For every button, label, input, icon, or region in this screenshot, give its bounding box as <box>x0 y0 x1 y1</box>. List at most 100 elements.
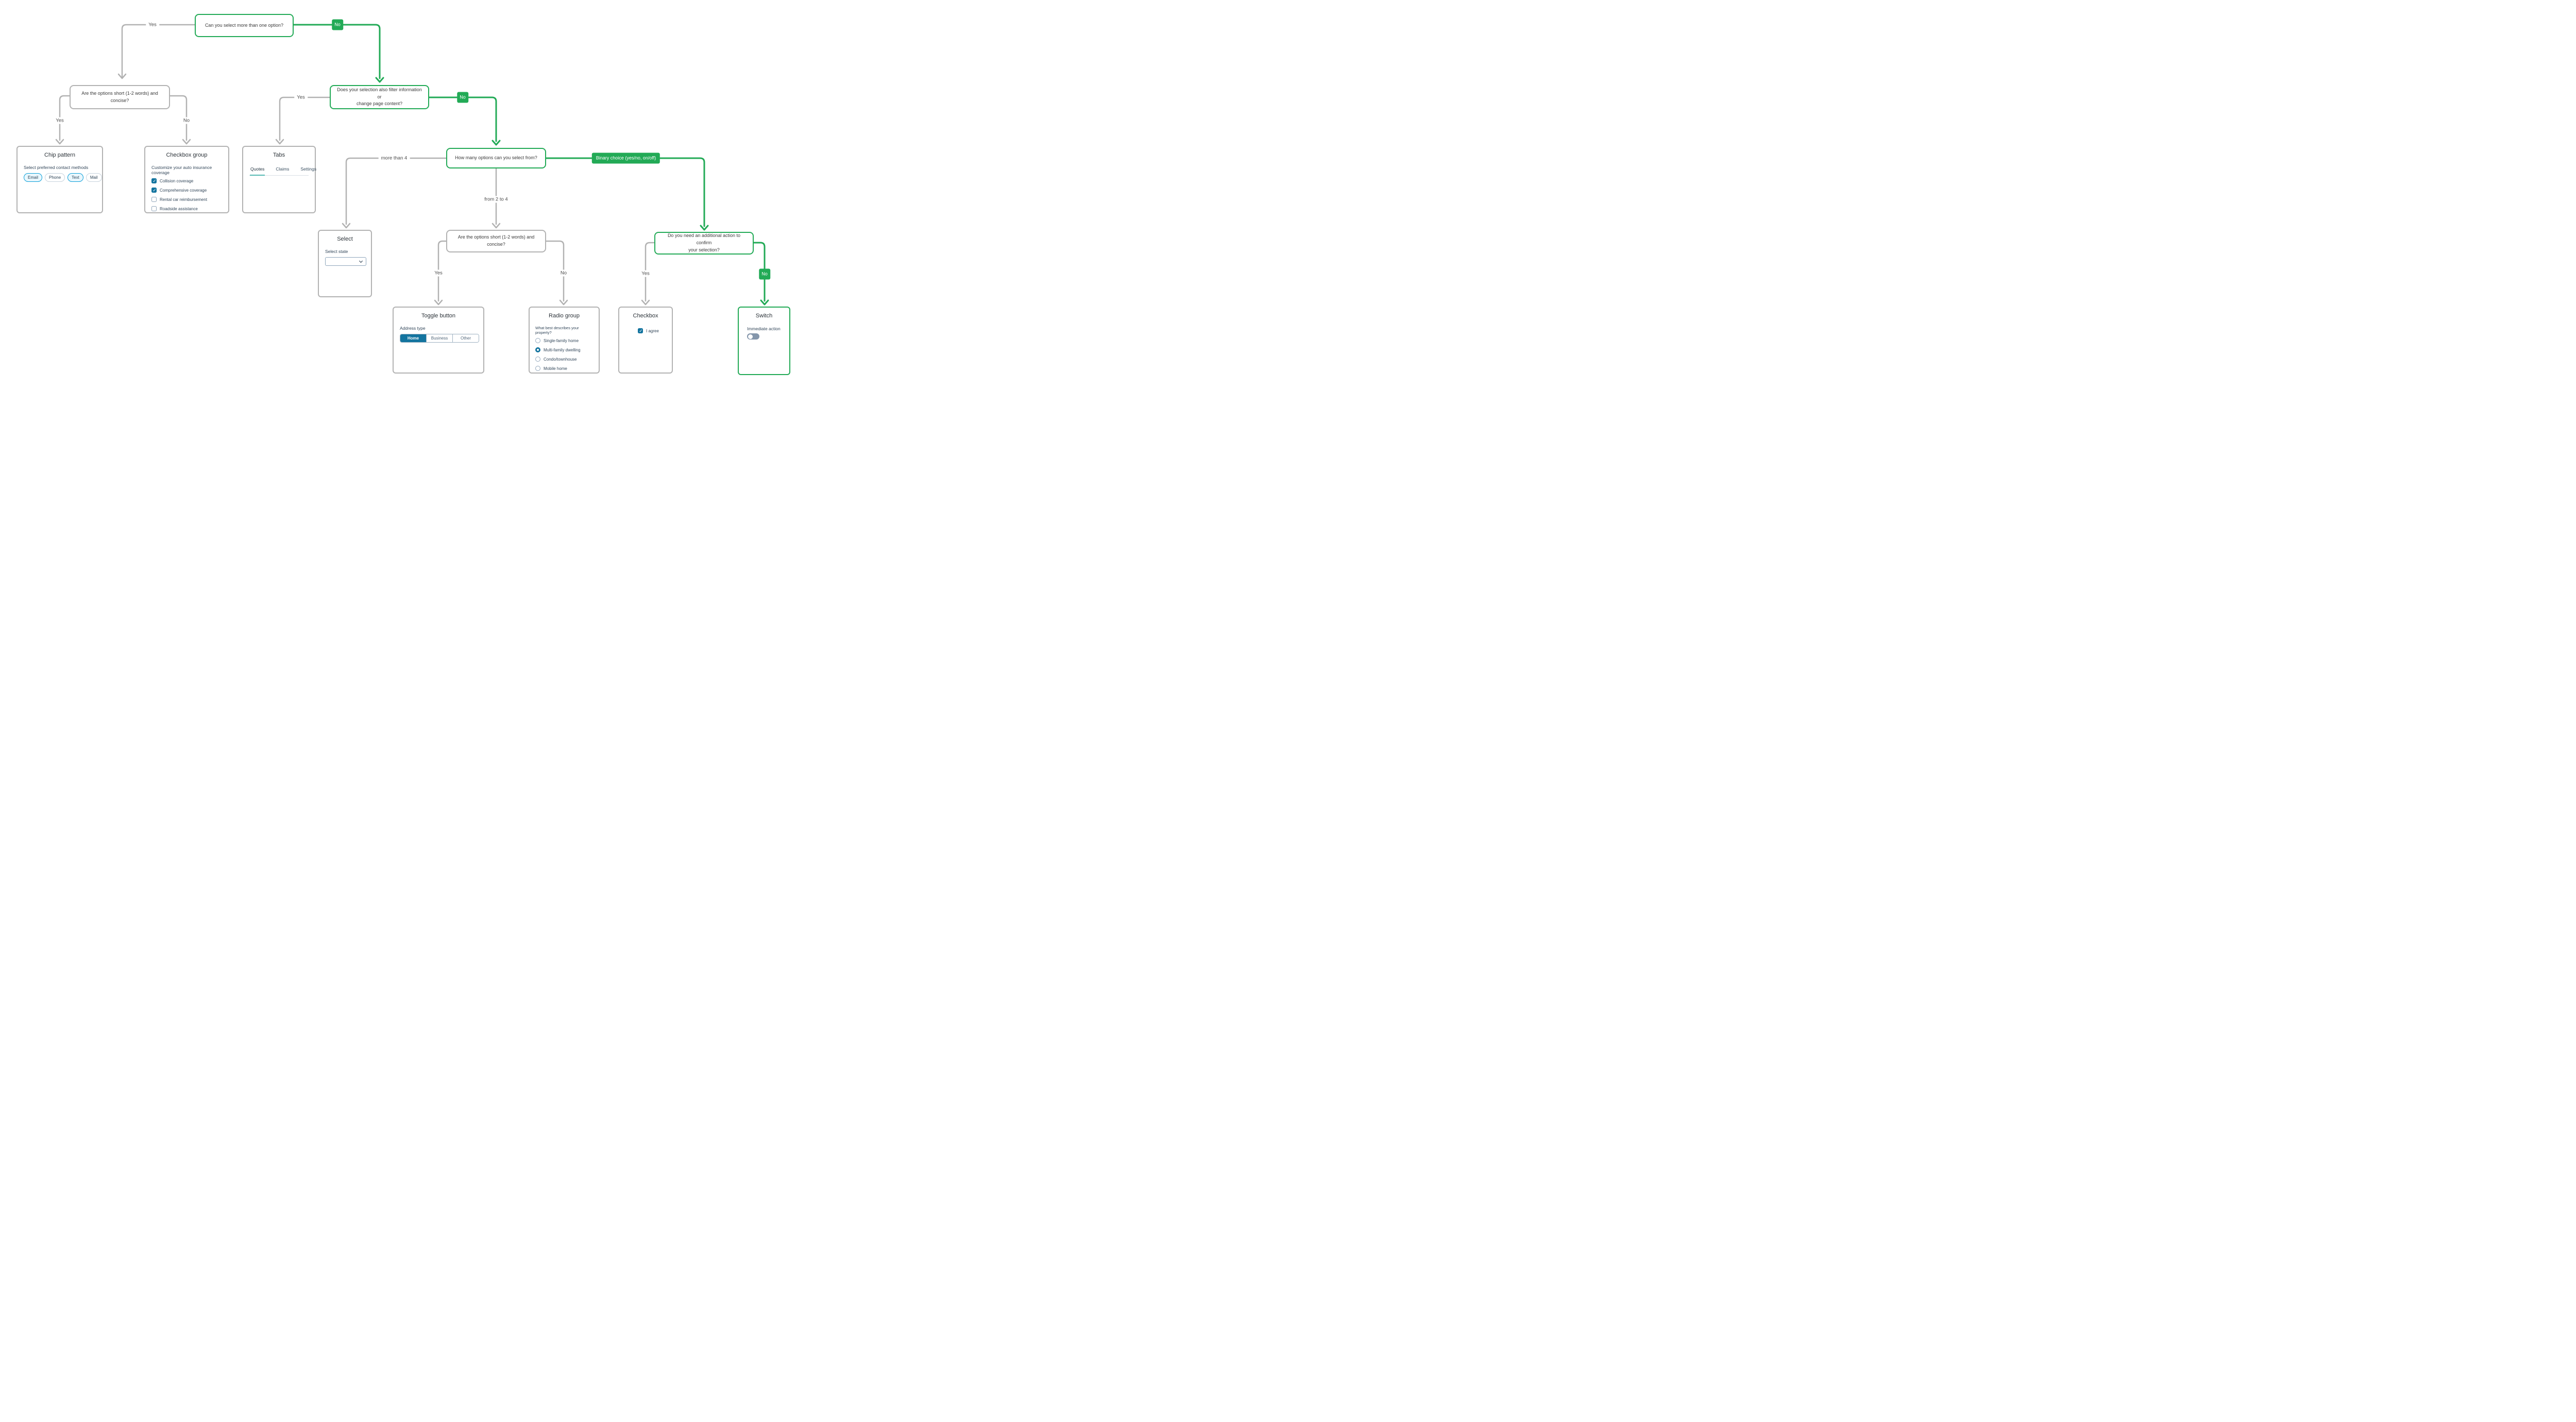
radio-option-label: Condo/townhouse <box>544 357 577 362</box>
card-title: Tabs <box>273 152 285 158</box>
segment-business[interactable]: Business <box>426 334 452 342</box>
edge-q6-yes-line <box>645 242 655 302</box>
card-select: Select Select state <box>318 230 372 297</box>
checkbox-option[interactable]: I agree <box>638 328 666 334</box>
segment-home[interactable]: Home <box>400 334 426 342</box>
edge-q4-binary-line <box>545 157 705 227</box>
tab-quotes[interactable]: Quotes <box>250 165 265 176</box>
select-dropdown[interactable] <box>325 257 366 266</box>
edge-q3-no-line <box>428 96 497 142</box>
card-toggle-button: Toggle button Address type Home Business… <box>393 307 484 374</box>
radio-unchecked-icon[interactable] <box>535 338 540 343</box>
connector-layer <box>55 24 769 306</box>
checkbox-option-label: Roadside assistance <box>160 206 198 211</box>
card-checkbox: Checkbox I agree <box>618 307 673 374</box>
flow-node-text: Are the options short (1-2 words) and co… <box>81 90 158 103</box>
checkbox-unchecked-icon[interactable] <box>151 206 157 211</box>
arrowhead-q6 <box>700 225 709 231</box>
edge-q4-more-line <box>345 157 447 225</box>
radio-option-label: Mobile home <box>544 366 567 371</box>
radio-option[interactable]: Single-family home <box>535 338 593 343</box>
edge-badge-no: No <box>457 92 468 103</box>
edge-label-yes: Yes <box>294 94 308 101</box>
radio-option[interactable]: Mobile home <box>535 366 593 371</box>
arrowhead-switch <box>760 299 769 306</box>
checkbox-option[interactable]: Comprehensive coverage <box>151 188 222 193</box>
card-title: Radio group <box>549 313 580 319</box>
card-checkbox-group: Checkbox group Customize your auto insur… <box>144 146 229 213</box>
flow-node-options-short-1: Are the options short (1-2 words) and co… <box>70 85 170 109</box>
flow-node-confirm-action: Do you need an additional action to conf… <box>654 232 754 255</box>
edge-q6-no-line <box>753 242 766 302</box>
edge-label-no: No <box>180 117 193 124</box>
edge-label-no: No <box>557 269 570 277</box>
chip-row: Email Phone Text Mail <box>24 173 102 182</box>
arrowhead-q3 <box>375 77 384 83</box>
segment-other[interactable]: Other <box>452 334 479 342</box>
chip-phone[interactable]: Phone <box>45 173 65 182</box>
arrowhead-q5 <box>492 223 501 229</box>
edge-q2-yes-line <box>59 95 71 141</box>
flow-node-multiple-options: Can you select more than one option? <box>195 14 294 37</box>
checkbox-checked-icon[interactable] <box>638 328 643 334</box>
chip-text[interactable]: Text <box>67 173 83 182</box>
checkbox-option[interactable]: Roadside assistance <box>151 206 222 211</box>
arrowhead-checkbox-group <box>182 139 191 145</box>
checkbox-option-label: Collision coverage <box>160 178 194 183</box>
arrowhead-tabs <box>275 139 284 145</box>
arrowhead-q4 <box>492 140 501 146</box>
card-radio-group: Radio group What best describes your pro… <box>529 307 600 374</box>
segmented-control: Home Business Other <box>400 334 479 343</box>
decision-flowchart: Can you select more than one option? Are… <box>0 0 793 381</box>
radio-option[interactable]: Condo/townhouse <box>535 357 593 362</box>
chip-mail[interactable]: Mail <box>86 173 102 182</box>
radio-group-label: What best describes your property? <box>535 326 579 335</box>
checkbox-group-label: Customize your auto insurance coverage <box>151 165 212 175</box>
checkbox-checked-icon[interactable] <box>151 188 157 193</box>
edge-q1-yes-line <box>121 24 196 78</box>
flow-node-text: How many options can you select from? <box>455 155 537 161</box>
edge-q5-yes-line <box>437 240 447 302</box>
chip-group-label: Select preferred contact methods <box>24 165 89 170</box>
edge-badge-no: No <box>332 19 343 30</box>
edge-label-from-2-to-4: from 2 to 4 <box>482 196 511 203</box>
card-switch: Switch Immediate action <box>738 307 790 375</box>
edge-badge-binary-choice: Binary choice (yes/no, on/off) <box>591 153 660 164</box>
switch-label: Immediate action <box>747 326 781 331</box>
checkbox-checked-icon[interactable] <box>151 178 157 184</box>
tabs-bar: Quotes Claims Settings <box>249 165 316 176</box>
radio-unchecked-icon[interactable] <box>535 366 540 371</box>
card-title: Chip pattern <box>44 152 75 158</box>
tab-claims[interactable]: Claims <box>276 166 290 172</box>
card-title: Select <box>337 236 353 242</box>
edge-label-yes: Yes <box>432 269 445 277</box>
arrowhead-chip <box>55 139 64 145</box>
flow-node-text: Does your selection also filter informat… <box>337 87 422 107</box>
edge-q1-no-line <box>293 24 381 79</box>
edge-q5-no-line <box>545 240 565 302</box>
edge-label-yes: Yes <box>146 21 159 28</box>
radio-unchecked-icon[interactable] <box>535 357 540 362</box>
arrowhead-select <box>342 223 351 229</box>
checkbox-option-label: Comprehensive coverage <box>160 188 207 193</box>
arrowhead-q2 <box>117 73 127 79</box>
card-title: Switch <box>755 313 773 319</box>
radio-option[interactable]: Multi-family dwelling <box>535 347 593 352</box>
checkbox-unchecked-icon[interactable] <box>151 197 157 202</box>
checkbox-option[interactable]: Rental car reimbursement <box>151 197 222 202</box>
flow-node-options-short-2: Are the options short (1-2 words) and co… <box>446 230 546 252</box>
edge-badge-no: No <box>759 268 770 280</box>
edge-q2-no-line <box>169 95 188 141</box>
edge-label-yes: Yes <box>639 270 652 277</box>
flow-node-text: Are the options short (1-2 words) and co… <box>457 234 535 247</box>
switch-toggle[interactable] <box>747 333 759 340</box>
checkbox-option-label: I agree <box>646 328 659 333</box>
flow-node-how-many-options: How many options can you select from? <box>446 148 546 168</box>
checkbox-option[interactable]: Collision coverage <box>151 178 222 184</box>
select-label: Select state <box>325 249 348 254</box>
tab-settings[interactable]: Settings <box>300 166 317 172</box>
arrowhead-toggle <box>434 299 443 306</box>
chip-email[interactable]: Email <box>24 173 43 182</box>
checkbox-option-label: Rental car reimbursement <box>160 197 208 202</box>
radio-checked-icon[interactable] <box>535 347 540 352</box>
